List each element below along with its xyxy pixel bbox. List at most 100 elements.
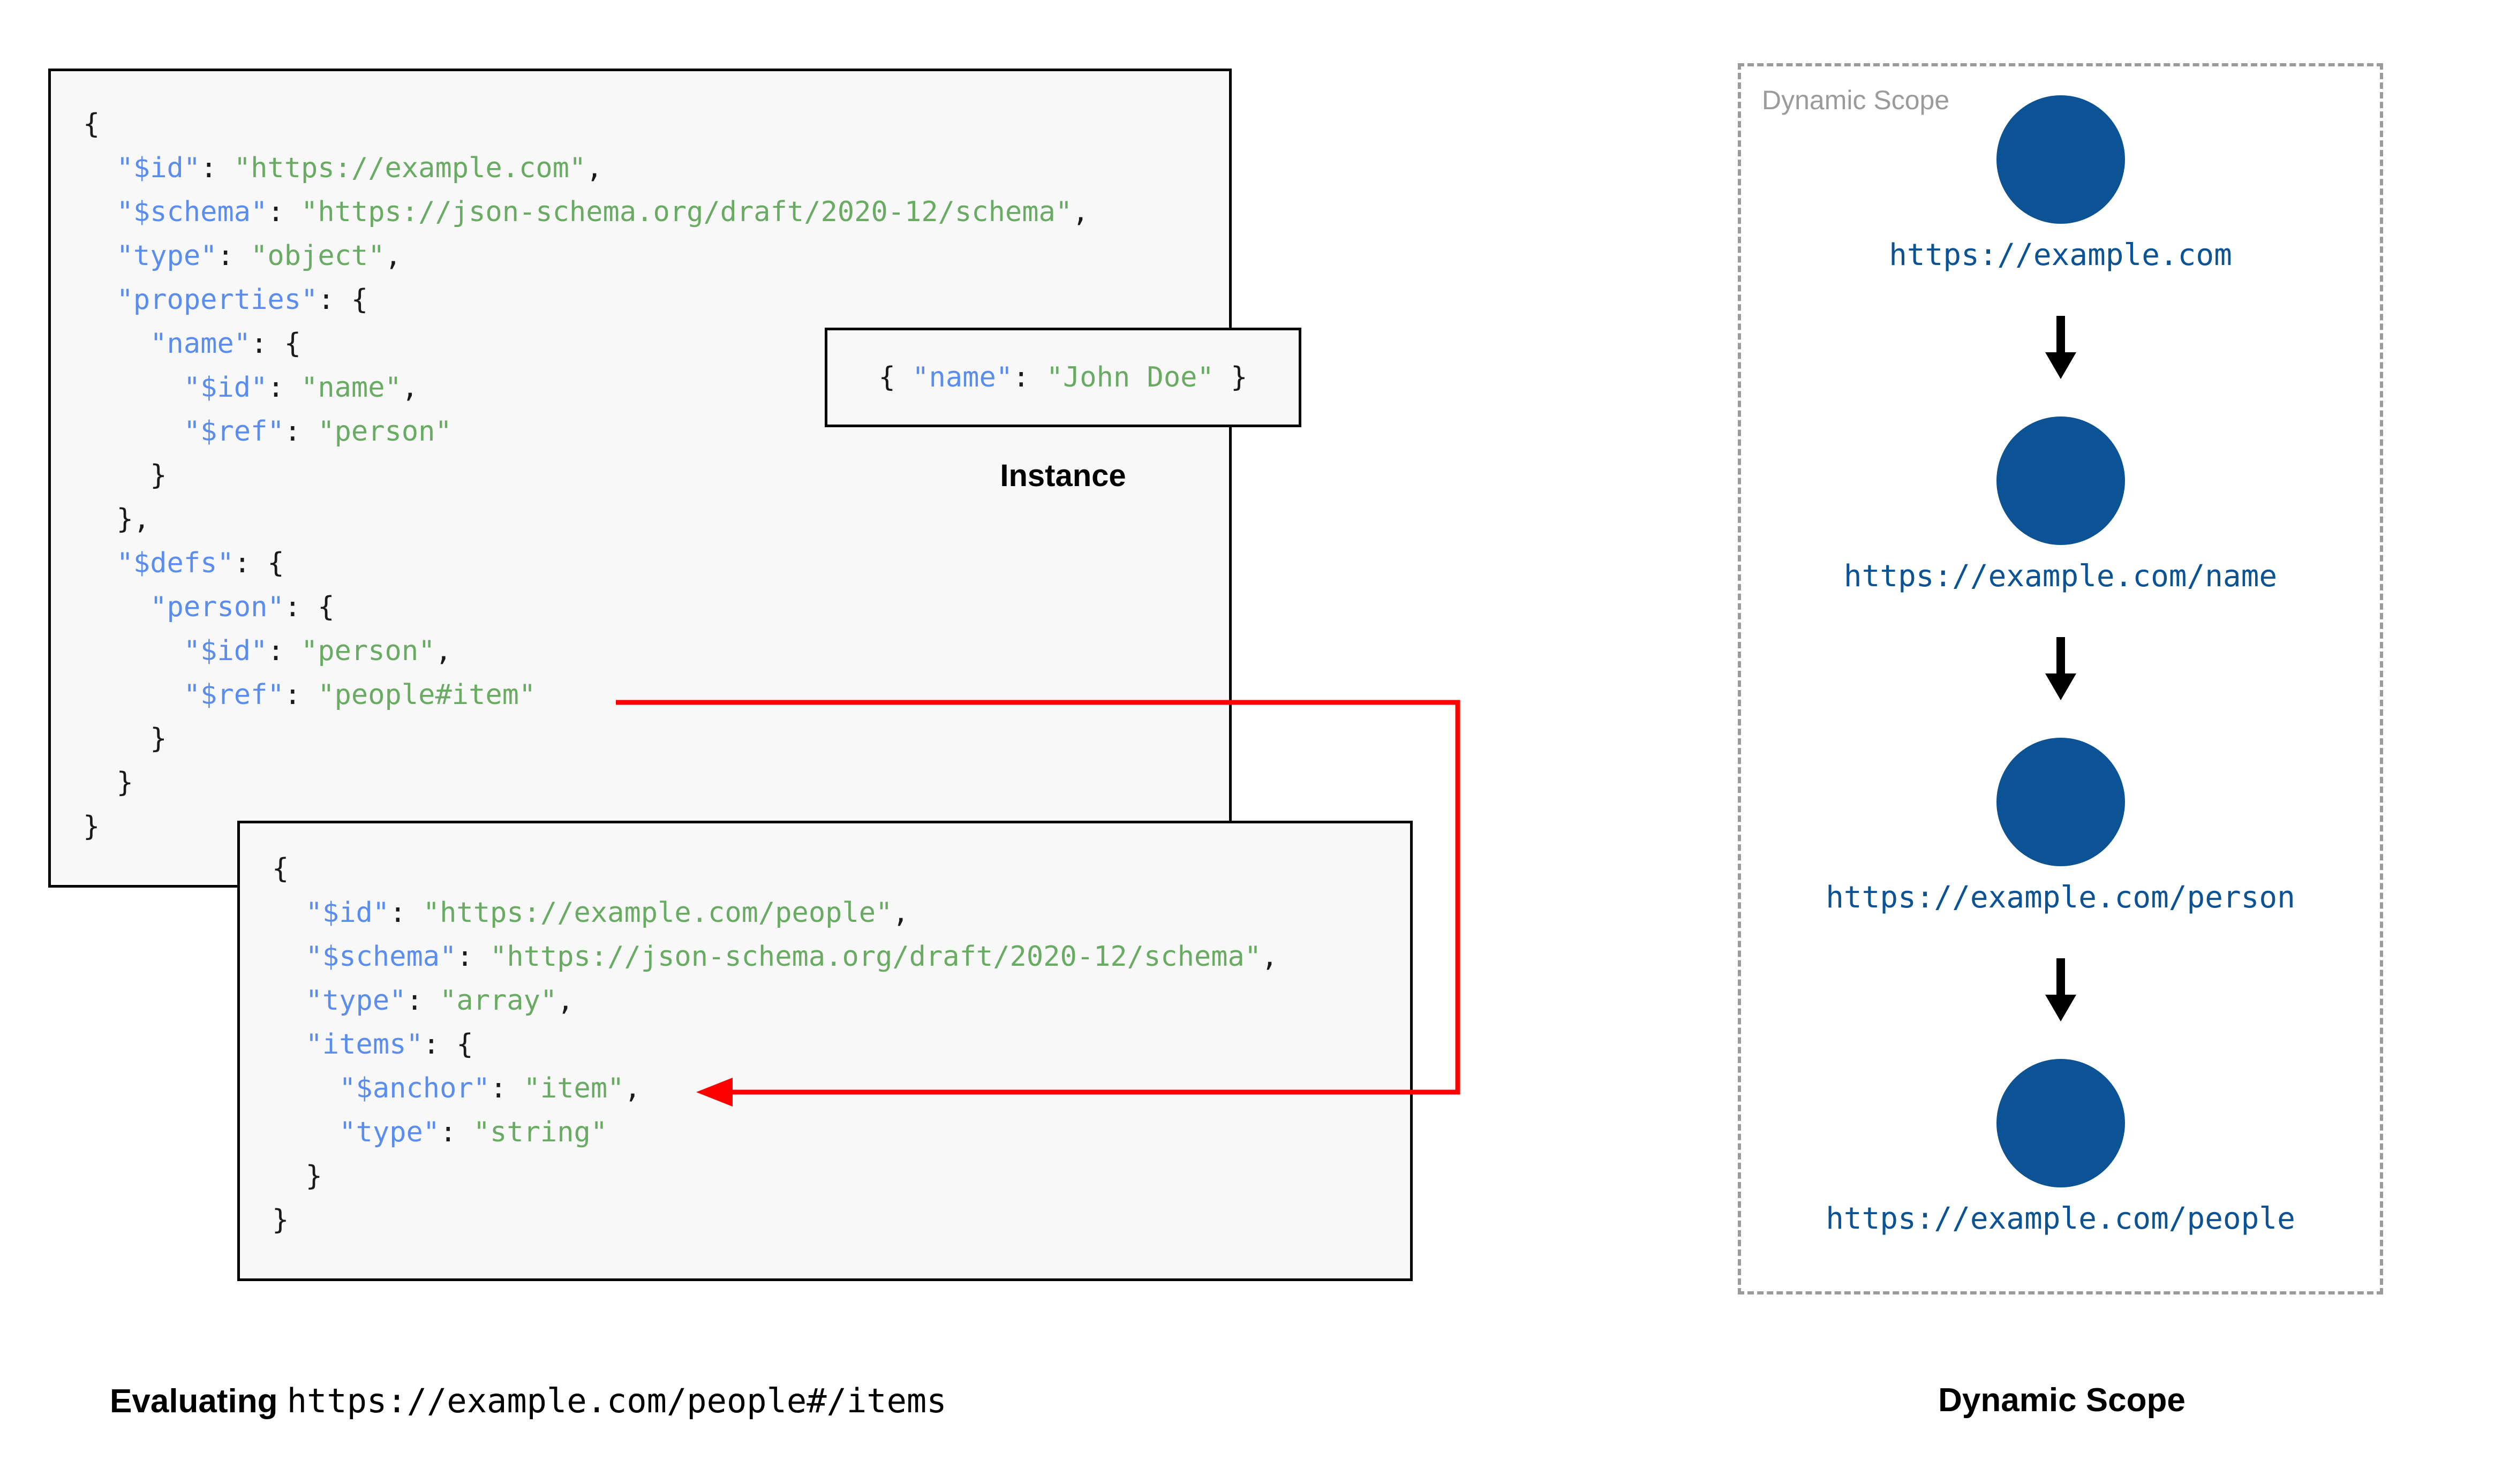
code-token: } xyxy=(83,767,133,799)
people-schema-line-4: "items": { xyxy=(272,1023,1278,1066)
scope-arrow-2 xyxy=(1738,958,2383,1023)
scope-node-label-2: https://example.com/person xyxy=(1826,880,2295,915)
code-token: "$anchor" xyxy=(339,1072,490,1104)
code-token xyxy=(272,941,306,973)
code-token: : xyxy=(490,1072,524,1104)
code-token: , xyxy=(401,372,419,404)
evaluating-label: Evaluating xyxy=(110,1383,278,1420)
people-schema-code: { "$id": "https://example.com/people", "… xyxy=(272,847,1278,1242)
scope-node-1: https://example.com/name xyxy=(1738,417,2383,594)
people-schema-line-0: { xyxy=(272,847,1278,891)
code-token xyxy=(272,1028,306,1061)
code-token: } xyxy=(83,459,167,491)
code-token: "$id" xyxy=(305,897,390,929)
root-schema-line-6: "$id": "name", xyxy=(83,366,1089,410)
dynamic-scope-title: Dynamic Scope xyxy=(1762,85,1950,115)
root-schema-line-8: } xyxy=(83,453,1089,497)
code-token: "object" xyxy=(251,240,385,272)
code-token: "John Doe" xyxy=(1046,361,1214,393)
code-token: : xyxy=(200,152,234,184)
code-token: , xyxy=(624,1072,641,1104)
code-token: : { xyxy=(318,284,368,316)
code-token xyxy=(272,985,306,1017)
code-token: "name" xyxy=(301,372,402,404)
code-token xyxy=(83,196,117,228)
scope-node-label-1: https://example.com/name xyxy=(1843,559,2278,594)
scope-circle-icon-3 xyxy=(1996,1059,2125,1187)
code-token: } xyxy=(83,811,100,843)
root-schema-line-11: "person": { xyxy=(83,585,1089,629)
code-token: "type" xyxy=(339,1116,440,1148)
people-schema-line-7: } xyxy=(272,1154,1278,1198)
people-schema-line-8: } xyxy=(272,1198,1278,1242)
root-schema-line-0: { xyxy=(83,102,1089,146)
code-token xyxy=(83,415,184,448)
root-schema-line-9: }, xyxy=(83,497,1089,541)
code-token: } xyxy=(272,1204,289,1236)
root-schema-line-14: } xyxy=(83,717,1089,761)
scope-node-2: https://example.com/person xyxy=(1738,738,2383,915)
scope-node-label-3: https://example.com/people xyxy=(1826,1201,2295,1236)
code-token: } xyxy=(83,723,167,755)
code-token: "people#item" xyxy=(318,679,536,711)
code-token: : xyxy=(456,941,491,973)
evaluating-caption: Evaluating https://example.com/people#/i… xyxy=(110,1381,947,1420)
code-token: "$defs" xyxy=(116,547,234,579)
root-schema-line-10: "$defs": { xyxy=(83,541,1089,585)
root-schema-line-4: "properties": { xyxy=(83,278,1089,322)
code-token xyxy=(83,679,184,711)
code-token: : { xyxy=(423,1028,473,1061)
code-token: : xyxy=(284,415,318,448)
code-token xyxy=(272,1116,339,1148)
code-token: : xyxy=(406,985,440,1017)
code-token: , xyxy=(435,635,452,667)
code-token: "$id" xyxy=(183,635,268,667)
code-token: "type" xyxy=(116,240,217,272)
code-token: "name" xyxy=(150,328,251,360)
code-token: "person" xyxy=(318,415,452,448)
scope-node-3: https://example.com/people xyxy=(1738,1059,2383,1236)
root-schema-line-3: "type": "object", xyxy=(83,234,1089,278)
code-token xyxy=(83,635,184,667)
code-token: "person" xyxy=(150,591,284,623)
code-token: "$ref" xyxy=(183,415,284,448)
root-schema-line-7: "$ref": "person" xyxy=(83,410,1089,453)
people-schema-line-3: "type": "array", xyxy=(272,979,1278,1023)
root-schema-line-15: } xyxy=(83,761,1089,805)
code-token: "type" xyxy=(305,985,406,1017)
code-token: : { xyxy=(251,328,301,360)
scope-arrow-0 xyxy=(1738,316,2383,380)
down-arrow-icon xyxy=(2045,637,2076,700)
code-token: , xyxy=(557,985,574,1017)
code-token: , xyxy=(1072,196,1089,228)
code-token xyxy=(272,897,306,929)
code-token: } xyxy=(272,1160,322,1192)
down-arrow-icon xyxy=(2045,316,2076,379)
code-token: "https://example.com" xyxy=(233,152,586,184)
people-schema-line-5: "$anchor": "item", xyxy=(272,1066,1278,1110)
code-token xyxy=(83,284,117,316)
code-token: : xyxy=(267,635,302,667)
scope-circle-icon-0 xyxy=(1996,95,2125,224)
code-token: { xyxy=(878,361,913,393)
code-token: "person" xyxy=(301,635,435,667)
code-token xyxy=(272,1072,339,1104)
code-token: : xyxy=(1013,361,1046,393)
code-token: "https://example.com/people" xyxy=(423,897,893,929)
code-token: "name" xyxy=(912,361,1013,393)
code-token: "https://json-schema.org/draft/2020-12/s… xyxy=(301,196,1073,228)
code-token: "string" xyxy=(473,1116,608,1148)
code-token xyxy=(83,547,117,579)
code-token: , xyxy=(385,240,402,272)
code-token: : xyxy=(440,1116,473,1148)
people-schema-line-1: "$id": "https://example.com/people", xyxy=(272,891,1278,935)
code-token xyxy=(83,372,184,404)
down-arrow-icon xyxy=(2045,958,2076,1021)
code-token xyxy=(83,240,117,272)
code-token: "item" xyxy=(523,1072,624,1104)
root-schema-line-2: "$schema": "https://json-schema.org/draf… xyxy=(83,190,1089,234)
code-token: , xyxy=(586,152,603,184)
code-token: : { xyxy=(284,591,335,623)
scope-arrow-1 xyxy=(1738,637,2383,701)
evaluating-uri: https://example.com/people#/items xyxy=(287,1381,947,1420)
